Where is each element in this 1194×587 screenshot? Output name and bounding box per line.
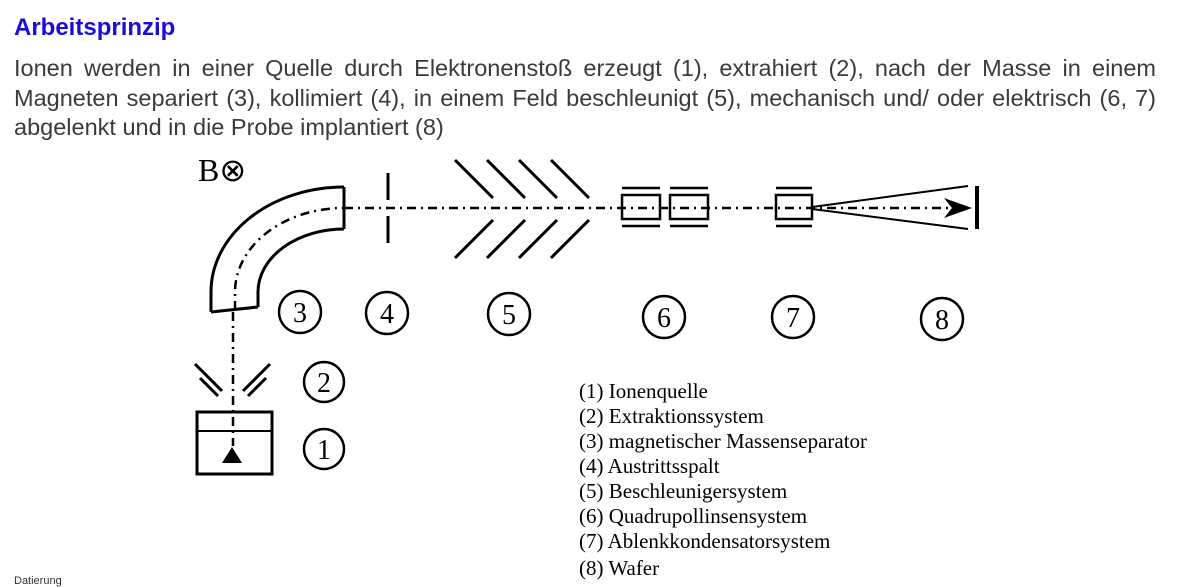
magnet-bend <box>209 185 346 314</box>
number-5: 5 <box>502 300 516 331</box>
deflection-capacitor <box>774 186 814 228</box>
legend-item-7: (7) Ablenkkondensatorsystem <box>579 529 830 553</box>
footer-cut-text: Datierung <box>14 575 62 587</box>
number-4: 4 <box>380 299 394 330</box>
legend-item-8: (8) Wafer <box>579 556 659 580</box>
number-6: 6 <box>657 303 671 334</box>
ion-source <box>195 410 274 476</box>
beam-arrowhead <box>944 198 972 218</box>
legend-item-6: (6) Quadrupollinsensystem <box>579 504 807 528</box>
legend-item-2: (2) Extraktionssystem <box>579 404 764 428</box>
legend-item-5: (5) Beschleunigersystem <box>579 479 787 503</box>
number-1: 1 <box>317 435 331 466</box>
legend-item-1: (1) Ionenquelle <box>579 379 708 403</box>
page-title: Arbeitsprinzip <box>14 14 176 41</box>
legend: (1) Ionenquelle (2) Extraktionssystem (3… <box>579 379 867 580</box>
quadrupole-lenses <box>620 186 710 228</box>
accelerator-system <box>453 158 591 260</box>
intro-paragraph: Ionen werden in einer Quelle durch Elekt… <box>14 55 1156 140</box>
beam-fan <box>811 185 969 230</box>
number-circles <box>277 289 965 471</box>
number-2: 2 <box>317 368 331 399</box>
magnetic-field-label: B⊗ <box>198 152 246 188</box>
number-3: 3 <box>293 298 307 329</box>
extraction-electrodes <box>193 362 272 398</box>
number-7: 7 <box>786 303 800 334</box>
number-8: 8 <box>935 305 949 336</box>
legend-item-3: (3) magnetischer Massenseparator <box>579 429 867 453</box>
legend-item-4: (4) Austrittsspalt <box>579 454 720 478</box>
